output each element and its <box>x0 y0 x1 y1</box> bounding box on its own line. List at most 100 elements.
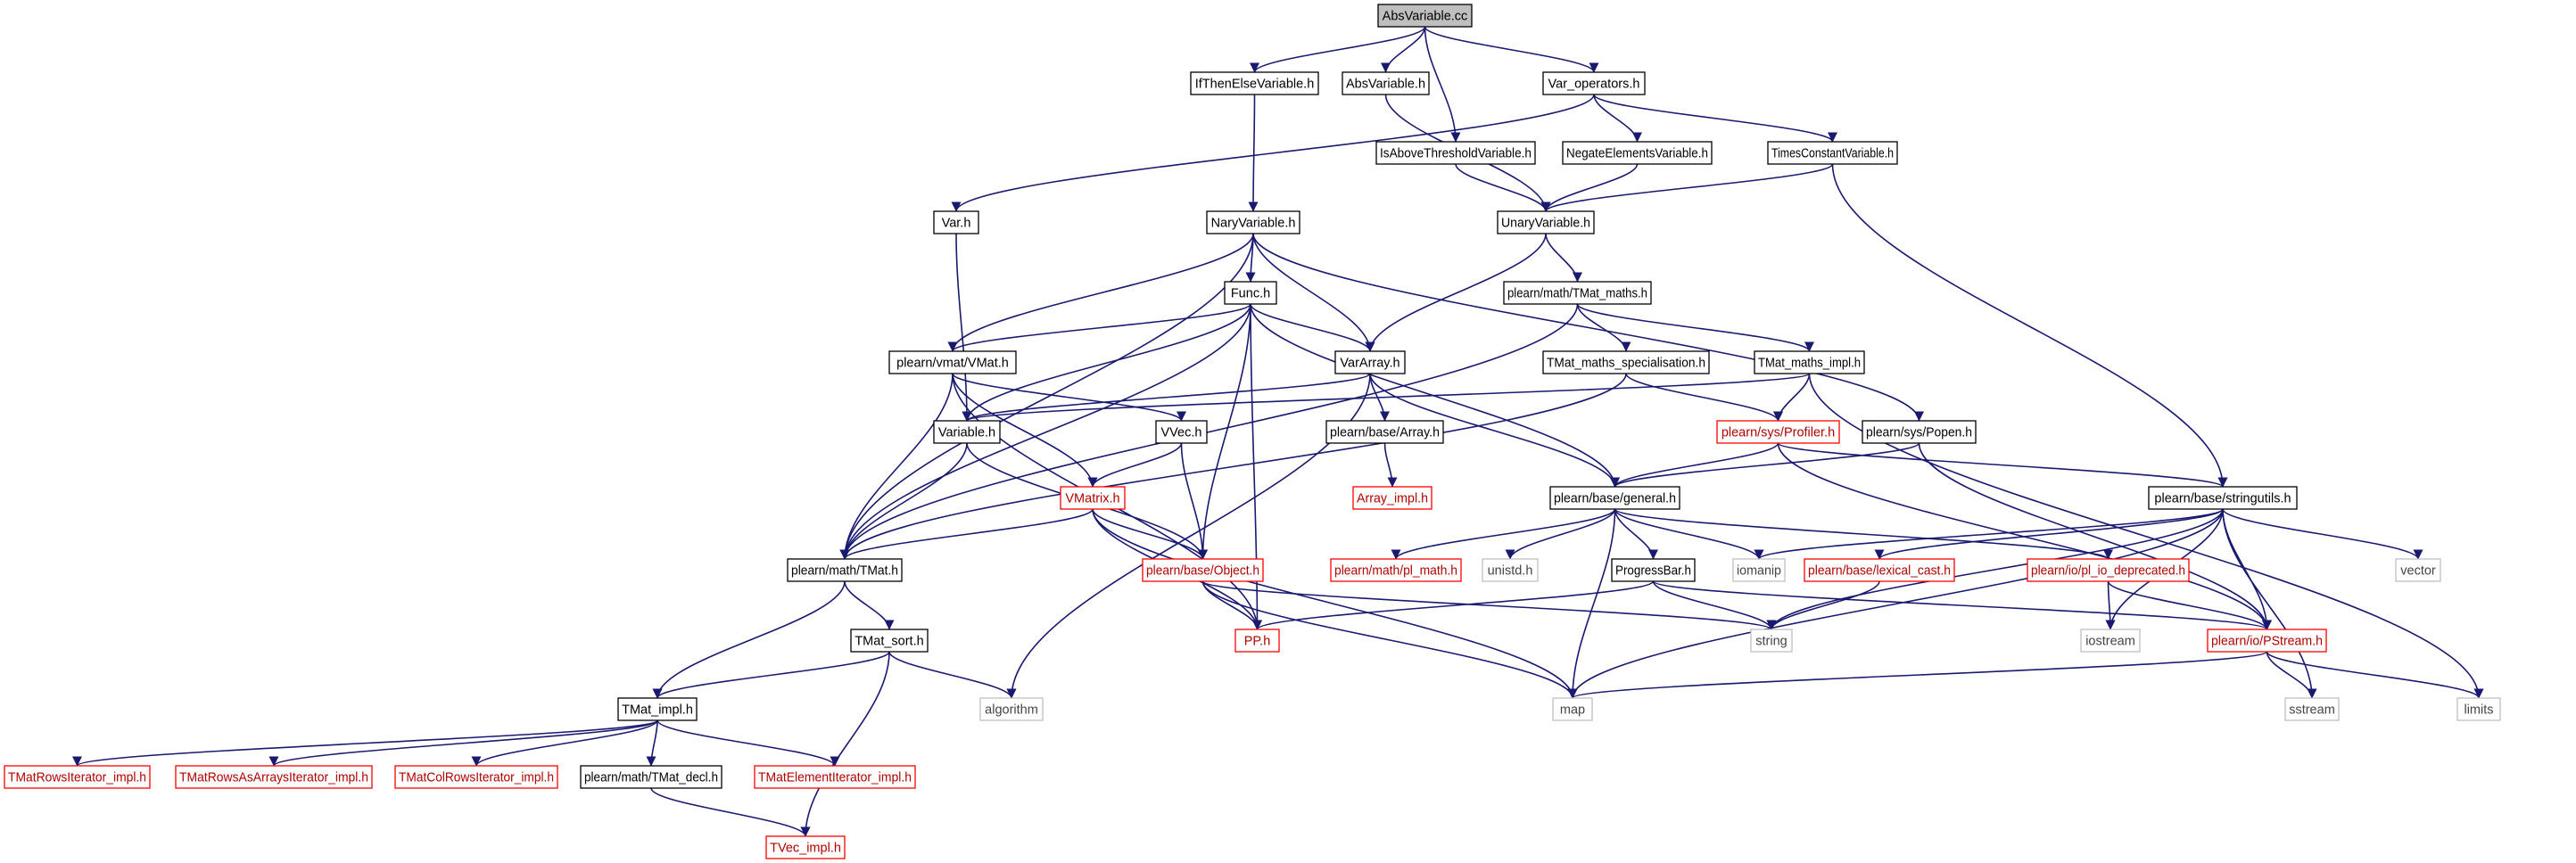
node-box <box>1375 141 1536 165</box>
node-isabovethresholdvariable-h[interactable]: IsAboveThresholdVariable.h <box>1375 141 1536 165</box>
node-label: plearn/io/pl_io_deprecated.h <box>2031 564 2185 579</box>
edge-general-h-to-iomanip <box>1614 508 1764 560</box>
node-label: map <box>1560 703 1585 718</box>
node-tmat-sort-h[interactable]: TMat_sort.h <box>850 629 929 653</box>
node-label: TMatElementIterator_impl.h <box>758 771 912 785</box>
node-tmatelementiterator-impl-h[interactable]: TMatElementIterator_impl.h <box>754 765 916 789</box>
edge-lexical-cast-h-to-string <box>1766 580 1880 630</box>
node-tmat-h[interactable]: plearn/math/TMat.h <box>787 558 903 582</box>
edge-progressbar-h-to-string <box>1652 580 1777 630</box>
node-func-h[interactable]: Func.h <box>1224 281 1277 305</box>
node-algorithm: algorithm <box>979 697 1044 721</box>
node-vvec-h[interactable]: VVec.h <box>1155 420 1208 444</box>
node-tmatrowsiterator-impl-h[interactable]: TMatRowsIterator_impl.h <box>4 765 151 789</box>
node-sstream: sstream <box>2284 697 2340 721</box>
edge-object-h-to-string <box>1201 580 1777 630</box>
node-array-h[interactable]: plearn/base/Array.h <box>1325 420 1444 444</box>
node-absvariable-h[interactable]: AbsVariable.h <box>1342 71 1430 95</box>
node-label: TMat_impl.h <box>622 703 693 718</box>
node-variable-h[interactable]: Variable.h <box>933 420 1001 444</box>
edge-popen-h-to-general-h <box>1610 442 1920 488</box>
node-label: string <box>1755 635 1787 649</box>
node-pl-io-deprecated-h[interactable]: plearn/io/pl_io_deprecated.h <box>2027 558 2190 582</box>
node-vararray-h[interactable]: VarArray.h <box>1334 350 1406 374</box>
node-label: TMat_sort.h <box>855 635 923 649</box>
node-tmatcolrowsiterator-impl-h[interactable]: TMatColRowsIterator_impl.h <box>394 765 558 789</box>
edge-vmatrix-h-to-tmat-h <box>839 508 1094 560</box>
node-label: AbsVariable.h <box>1346 78 1425 92</box>
node-general-h[interactable]: plearn/base/general.h <box>1549 486 1680 510</box>
node-tmat-decl-h[interactable]: plearn/math/TMat_decl.h <box>580 765 722 789</box>
node-tmatrowsasarraysiterator-impl-h[interactable]: TMatRowsAsArraysIterator_impl.h <box>175 765 373 789</box>
edge-var-operators-h-to-timesconstantvariable-h <box>1593 94 1837 143</box>
node-box <box>933 420 1001 444</box>
edge-tmat-maths-specialisation-h-to-tmat-h <box>839 373 1627 560</box>
node-negateelementsvariable-h[interactable]: NegateElementsVariable.h <box>1562 141 1713 165</box>
node-naryvariable-h[interactable]: NaryVariable.h <box>1206 210 1300 234</box>
edge-naryvariable-h-to-tmat-h <box>839 233 1254 560</box>
node-box <box>1190 71 1319 95</box>
edge-tmat-impl-h-to-tmat-decl-h <box>646 719 658 767</box>
node-label: NegateElementsVariable.h <box>1566 147 1708 161</box>
node-map: map <box>1552 697 1593 721</box>
edge-tmat-maths-h-to-tmat-maths-specialisation-h <box>1576 303 1631 352</box>
node-unistd-h: unistd.h <box>1482 558 1539 582</box>
node-label: TVec_impl.h <box>770 842 841 856</box>
node-label: plearn/vmat/VMat.h <box>896 357 1009 371</box>
node-array-impl-h[interactable]: Array_impl.h <box>1352 486 1432 510</box>
node-label: PP.h <box>1244 635 1271 649</box>
node-label: TMat_maths_impl.h <box>1758 357 1861 371</box>
node-box <box>1750 629 1793 653</box>
edge-var-operators-h-to-var-h <box>951 94 1595 212</box>
node-unaryvariable-h[interactable]: UnaryVariable.h <box>1497 210 1595 234</box>
edge-general-h-to-map <box>1567 508 1616 699</box>
edge-object-h-to-map <box>1201 580 1578 699</box>
node-label: plearn/math/TMat_decl.h <box>584 771 718 785</box>
edge-absvariable-cc-to-var-operators-h <box>1424 26 1599 73</box>
node-lexical-cast-h[interactable]: plearn/base/lexical_cast.h <box>1804 558 1955 582</box>
edge-object-h-to-pp-h <box>1201 580 1262 630</box>
edge-unaryvariable-h-to-vararray-h <box>1365 233 1547 352</box>
node-box <box>1142 558 1264 582</box>
node-label: vector <box>2400 564 2436 579</box>
node-var-operators-h[interactable]: Var_operators.h <box>1542 71 1646 95</box>
node-profiler-h[interactable]: plearn/sys/Profiler.h <box>1716 420 1840 444</box>
node-label: Var.h <box>942 217 971 231</box>
node-label: NaryVariable.h <box>1211 217 1296 231</box>
node-object-h[interactable]: plearn/base/Object.h <box>1142 558 1264 582</box>
edge-progressbar-h-to-pp-h <box>1252 580 1655 630</box>
node-tvec-impl-h[interactable]: TVec_impl.h <box>765 835 846 859</box>
node-label: Array_impl.h <box>1357 492 1428 506</box>
node-tmat-maths-impl-h[interactable]: TMat_maths_impl.h <box>1754 350 1865 374</box>
node-popen-h[interactable]: plearn/sys/Popen.h <box>1862 420 1977 444</box>
node-progressbar-h[interactable]: ProgressBar.h <box>1611 558 1696 582</box>
node-vmat-h[interactable]: plearn/vmat/VMat.h <box>888 350 1017 374</box>
node-label: Var_operators.h <box>1548 78 1640 92</box>
node-box <box>1804 558 1955 582</box>
node-vmatrix-h[interactable]: VMatrix.h <box>1060 486 1126 510</box>
node-box <box>1325 420 1444 444</box>
node-pstream-h[interactable]: plearn/io/PStream.h <box>2207 629 2327 653</box>
node-timesconstantvariable-h[interactable]: TimesConstantVariable.h <box>1767 141 1898 165</box>
node-label: limits <box>2464 703 2493 718</box>
node-tmat-impl-h[interactable]: TMat_impl.h <box>617 697 698 721</box>
node-label: UnaryVariable.h <box>1501 217 1590 231</box>
node-var-h[interactable]: Var.h <box>933 210 979 234</box>
node-box <box>1542 71 1646 95</box>
edge-pstream-h-to-sstream <box>2266 651 2317 699</box>
edge-func-h-to-vmat-h <box>947 303 1251 352</box>
node-ifthenelsevariable-h[interactable]: IfThenElseVariable.h <box>1190 71 1319 95</box>
node-stringutils-h[interactable]: plearn/base/stringutils.h <box>2148 486 2298 510</box>
edge-tmat-sort-h-to-tmat-impl-h <box>652 651 890 699</box>
node-pp-h[interactable]: PP.h <box>1234 629 1280 653</box>
node-label: sstream <box>2289 703 2335 718</box>
node-label: iostream <box>2085 635 2135 649</box>
node-tmat-maths-h[interactable]: plearn/math/TMat_maths.h <box>1503 281 1652 305</box>
node-pl-math-h[interactable]: plearn/math/pl_math.h <box>1330 558 1462 582</box>
node-box <box>754 765 916 789</box>
edge-vmatrix-h-to-map <box>1092 508 1578 699</box>
node-box <box>979 697 1044 721</box>
node-tmat-maths-specialisation-h[interactable]: TMat_maths_specialisation.h <box>1542 350 1710 374</box>
node-box <box>1716 420 1840 444</box>
